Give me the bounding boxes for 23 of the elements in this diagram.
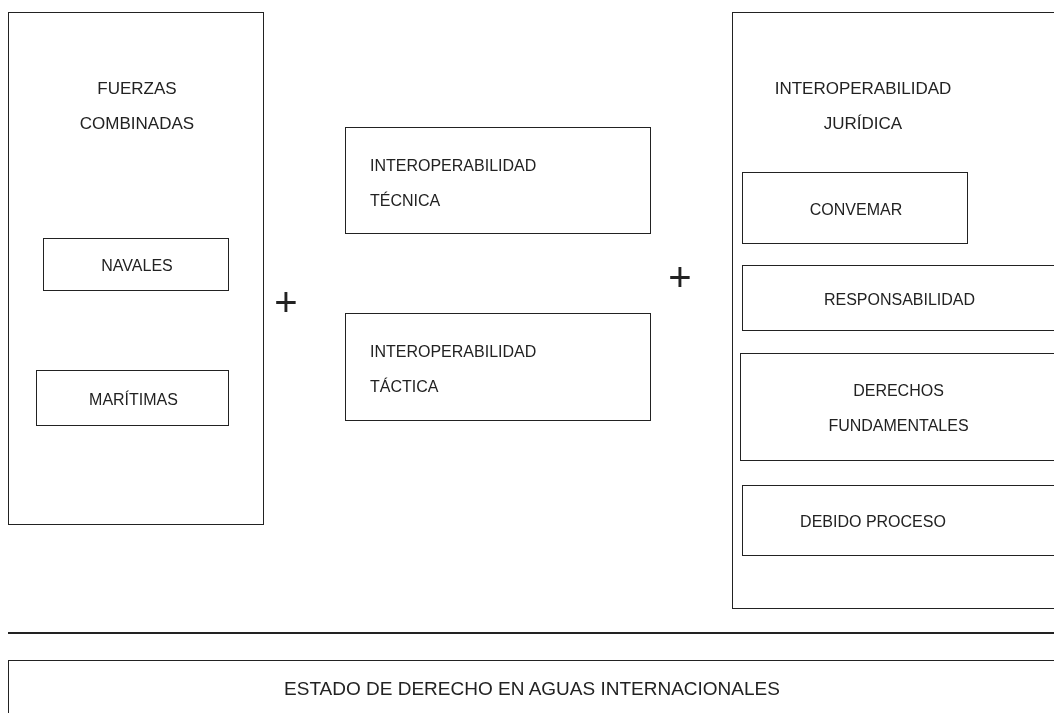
text-box — [742, 265, 1054, 331]
text-box — [732, 12, 1054, 609]
box-label: ESTADO DE DERECHO EN AGUAS INTERNACIONALES — [284, 677, 780, 701]
text-box — [742, 172, 968, 244]
plus-sign: + — [668, 257, 692, 297]
box-label: INTEROPERABILIDAD JURÍDICA — [773, 78, 953, 135]
text-box — [345, 313, 651, 421]
plus-sign: + — [274, 282, 298, 322]
text-box — [8, 12, 264, 525]
text-box — [43, 238, 229, 291]
box-label: CONVEMAR — [809, 199, 903, 220]
text-box — [36, 370, 229, 426]
text-box — [740, 353, 1054, 461]
box-label: DERECHOS FUNDAMENTALES — [827, 381, 970, 436]
text-box — [742, 485, 1054, 556]
box-label: INTEROPERABILIDAD TÉCNICA — [370, 156, 538, 211]
box-label: MARÍTIMAS — [89, 389, 178, 410]
box-label: NAVALES — [101, 256, 173, 276]
box-label: INTEROPERABILIDAD TÁCTICA — [370, 342, 538, 397]
box-label: FUERZAS COMBINADAS — [78, 78, 196, 135]
text-box — [345, 127, 651, 234]
box-label: DEBIDO PROCESO — [800, 512, 946, 532]
box-label: RESPONSABILIDAD — [823, 289, 976, 310]
